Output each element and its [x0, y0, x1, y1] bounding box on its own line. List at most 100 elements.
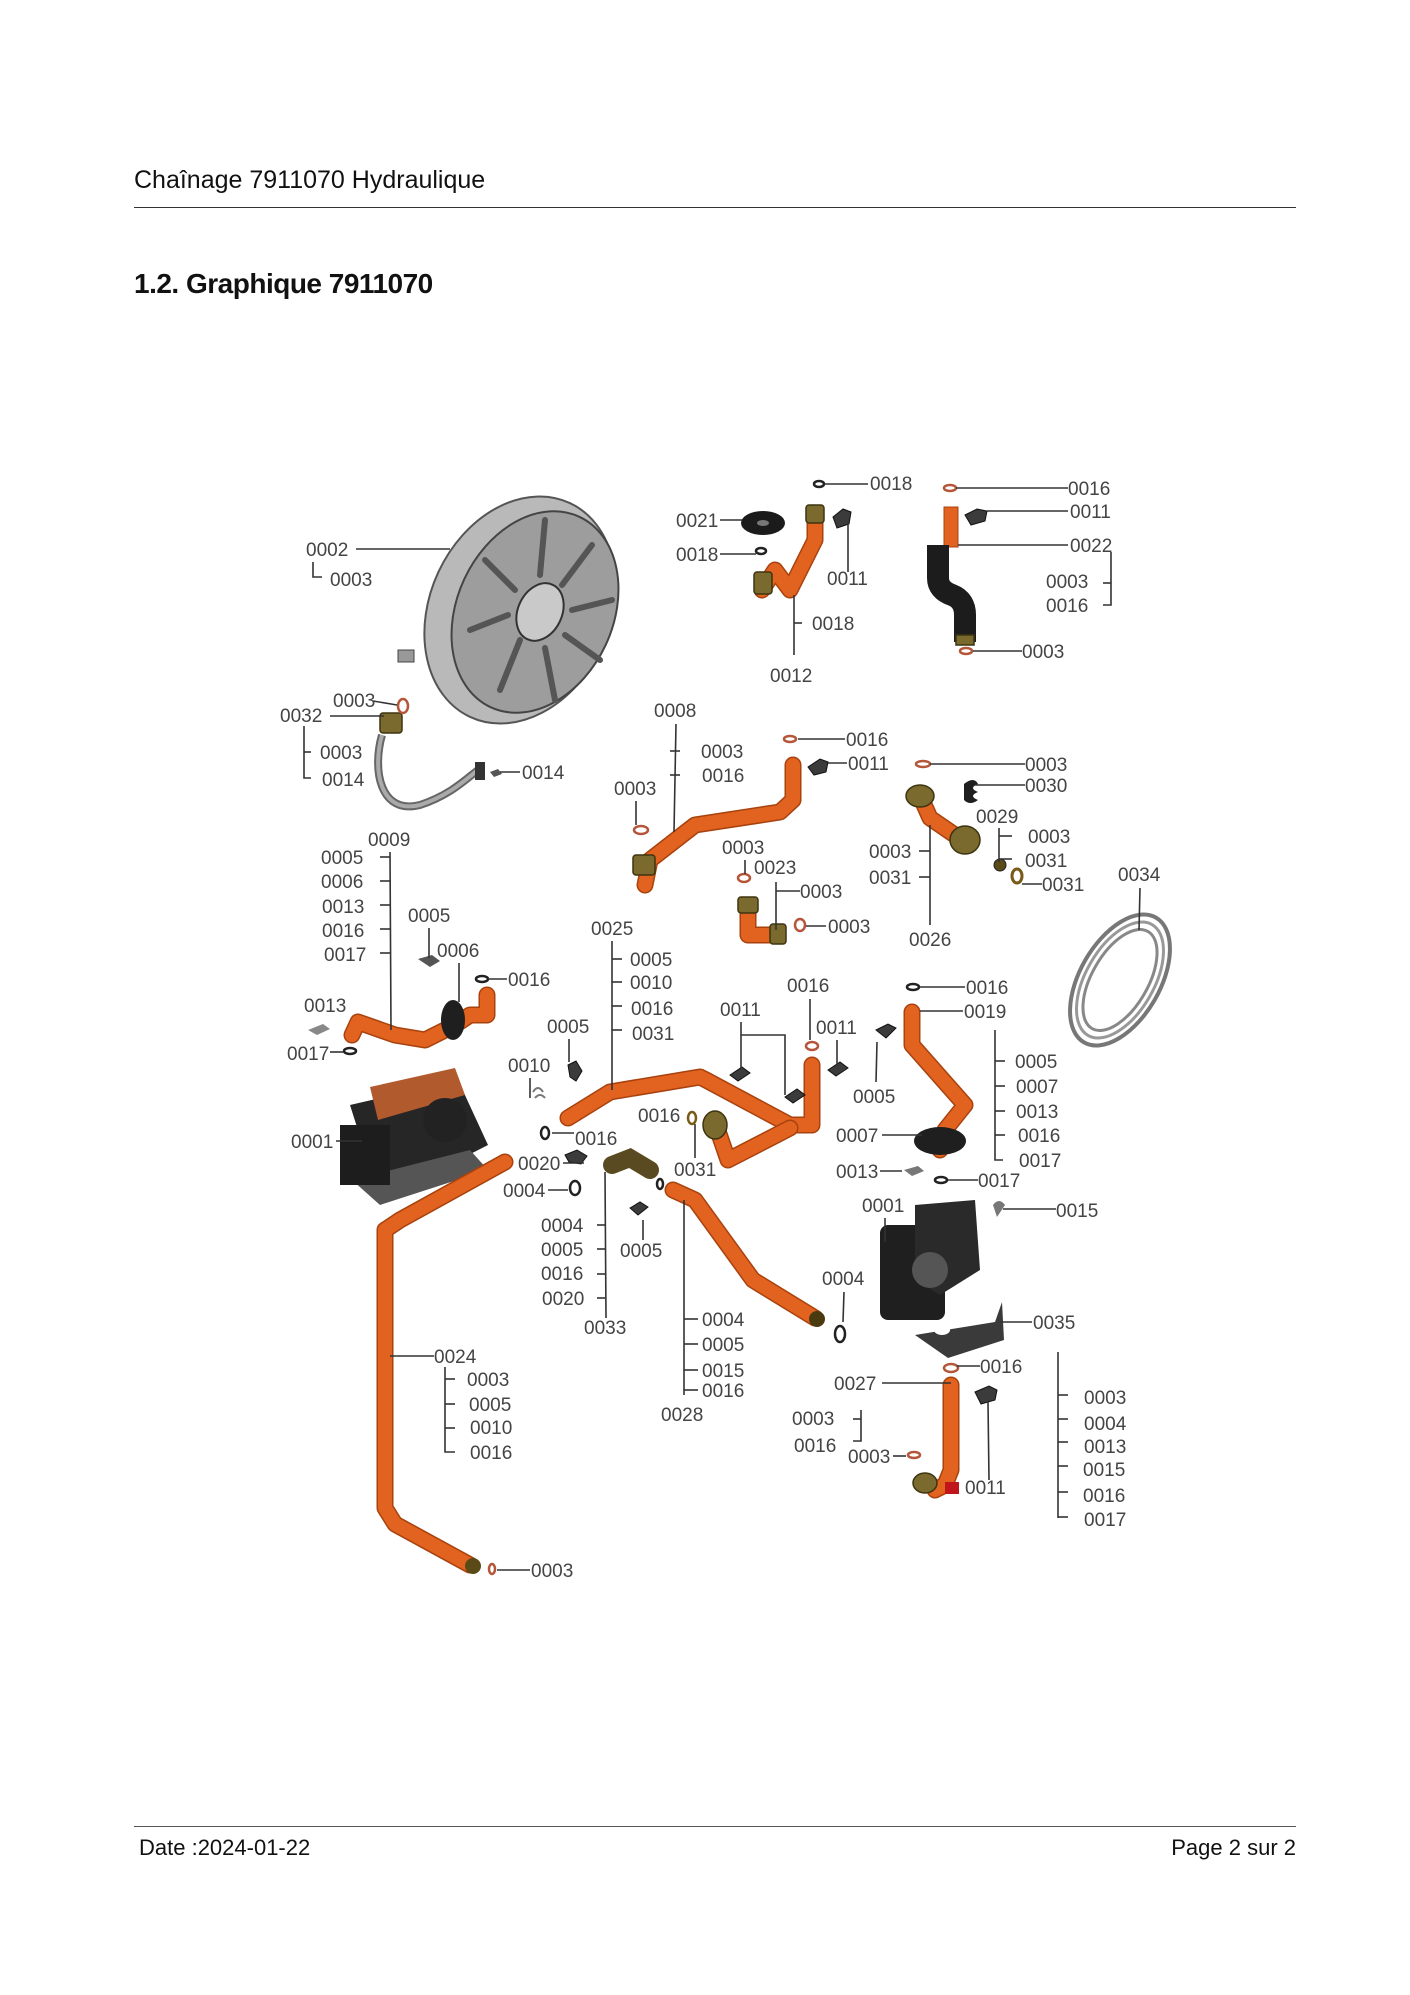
label-0015: 0015: [1083, 1460, 1125, 1481]
flex-hose[interactable]: [374, 697, 502, 811]
expansion-vessel[interactable]: [389, 465, 652, 755]
label-0016: 0016: [846, 730, 888, 751]
label-0013: 0013: [836, 1162, 878, 1183]
label-0003: 0003: [333, 691, 375, 712]
section-title: 1.2. Graphique 7911070: [134, 268, 433, 299]
label-0017: 0017: [324, 945, 366, 966]
pump-0001[interactable]: [880, 1200, 1005, 1320]
label-0016: 0016: [980, 1357, 1022, 1378]
label-0003: 0003: [722, 838, 764, 859]
hydraulic-block-0001[interactable]: [340, 1068, 488, 1205]
label-0003: 0003: [320, 743, 362, 764]
label-0003: 0003: [792, 1409, 834, 1430]
label-0005: 0005: [469, 1395, 511, 1416]
label-0003: 0003: [614, 779, 656, 800]
pipe-0025[interactable]: [532, 1040, 849, 1169]
pipe-0024[interactable]: [376, 1153, 514, 1576]
valve-0029[interactable]: [993, 858, 1024, 885]
label-0003: 0003: [1084, 1388, 1126, 1409]
label-0010: 0010: [470, 1418, 512, 1439]
label-0016: 0016: [575, 1129, 617, 1150]
label-0005: 0005: [1015, 1052, 1057, 1073]
label-0008: 0008: [654, 701, 696, 722]
label-0007: 0007: [1016, 1077, 1058, 1098]
label-0030: 0030: [1025, 776, 1067, 797]
label-0016: 0016: [508, 970, 550, 991]
label-0016: 0016: [322, 921, 364, 942]
label-0023: 0023: [754, 858, 796, 879]
label-0003: 0003: [1025, 755, 1067, 776]
label-0002: 0002: [306, 540, 348, 561]
pipe-0028[interactable]: [655, 1177, 847, 1344]
label-0011: 0011: [816, 1018, 857, 1039]
label-0033: 0033: [584, 1318, 626, 1339]
label-0010: 0010: [508, 1056, 550, 1077]
label-0016: 0016: [631, 999, 673, 1020]
label-0032: 0032: [280, 706, 322, 727]
label-0031: 0031: [869, 868, 911, 889]
label-0005: 0005: [702, 1335, 744, 1356]
header-divider: [134, 207, 1296, 208]
label-0005: 0005: [630, 950, 672, 971]
pipe-0027[interactable]: [906, 1362, 998, 1499]
label-0003: 0003: [1046, 572, 1088, 593]
coil-0034[interactable]: [1049, 898, 1190, 1063]
label-0006: 0006: [321, 872, 363, 893]
label-0016: 0016: [1083, 1486, 1125, 1507]
label-0007: 0007: [836, 1126, 878, 1147]
label-0005: 0005: [853, 1087, 895, 1108]
label-0011: 0011: [848, 754, 889, 775]
label-0013: 0013: [322, 897, 364, 918]
label-0017: 0017: [1019, 1151, 1061, 1172]
label-0003: 0003: [701, 742, 743, 763]
pipe-0008[interactable]: [632, 734, 829, 894]
label-0022: 0022: [1070, 536, 1112, 557]
label-0016: 0016: [702, 766, 744, 787]
footer-date: Date :2024-01-22: [139, 1835, 311, 1860]
label-0017: 0017: [1084, 1510, 1126, 1531]
label-0011: 0011: [1070, 502, 1111, 523]
label-0003: 0003: [1022, 642, 1064, 663]
label-0009: 0009: [368, 830, 410, 851]
label-0003: 0003: [1028, 827, 1070, 848]
pipe-0026[interactable]: [905, 759, 981, 855]
label-0031: 0031: [674, 1160, 716, 1181]
label-0003: 0003: [869, 842, 911, 863]
label-0017: 0017: [287, 1044, 329, 1065]
elbow-0033[interactable]: [564, 1148, 659, 1216]
pipe-0019[interactable]: [875, 982, 974, 1185]
footer-divider: [134, 1826, 1296, 1827]
label-0003: 0003: [848, 1447, 890, 1468]
label-0005: 0005: [620, 1241, 662, 1262]
bracket-0035[interactable]: [915, 1302, 1004, 1358]
label-0011: 0011: [827, 569, 868, 590]
label-0021: 0021: [676, 511, 718, 532]
label-0017: 0017: [978, 1171, 1020, 1192]
label-0012: 0012: [770, 666, 812, 687]
pipe-0009[interactable]: [308, 955, 496, 1056]
label-0016: 0016: [787, 976, 829, 997]
pipe-0023[interactable]: [736, 872, 807, 945]
label-0016: 0016: [541, 1264, 583, 1285]
label-0011: 0011: [965, 1478, 1006, 1499]
label-0020: 0020: [542, 1289, 584, 1310]
label-0003: 0003: [531, 1561, 573, 1582]
label-0004: 0004: [822, 1269, 865, 1290]
label-0001: 0001: [862, 1196, 904, 1217]
label-0016: 0016: [1046, 596, 1088, 617]
label-0016: 0016: [702, 1381, 744, 1402]
label-0004: 0004: [702, 1310, 745, 1331]
label-0016: 0016: [638, 1106, 680, 1127]
label-0016: 0016: [470, 1443, 512, 1464]
label-0013: 0013: [1084, 1437, 1126, 1458]
label-0031: 0031: [1025, 851, 1067, 872]
label-0015: 0015: [702, 1361, 744, 1382]
label-0020: 0020: [518, 1154, 560, 1175]
label-0028: 0028: [661, 1405, 703, 1426]
label-0003: 0003: [330, 570, 372, 591]
pipe-0022[interactable]: [927, 483, 988, 656]
pipe-0012[interactable]: [741, 479, 852, 599]
document-header-title: Chaînage 7911070 Hydraulique: [134, 166, 486, 194]
label-0004: 0004: [1084, 1414, 1127, 1435]
